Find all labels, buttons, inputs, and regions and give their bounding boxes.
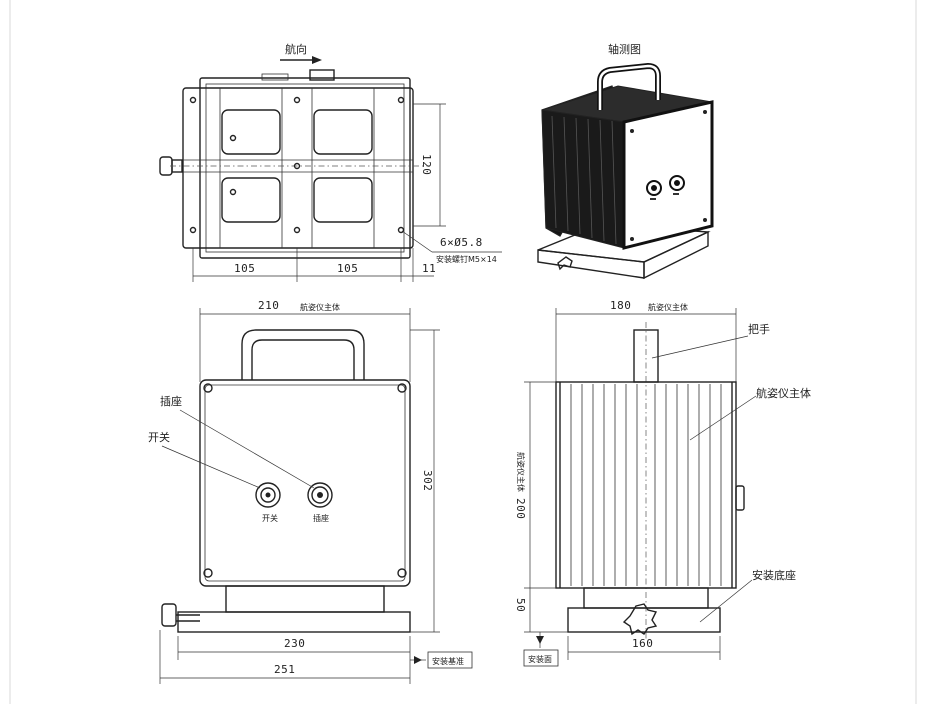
dim-front-base: 230 [284,637,306,650]
axonometric-view [537,62,714,280]
hole-screw-note: 安装螺钉M5×14 [436,255,497,264]
direction-label: 航向 [285,43,307,56]
socket-label: 插座 [160,395,182,408]
dim-side-base-height: 50 [514,598,527,613]
hole-spec-label: 6×Ø5.8 [440,236,483,249]
dim-side-body-note: 航姿仪主体 [516,452,525,492]
socket-tag: 插座 [313,514,329,523]
front-view [159,308,473,684]
body-label: 航姿仪主体 [756,387,811,400]
dim-side-base: 160 [632,637,654,650]
dim-front-top: 210 [258,299,280,312]
switch-tag: 开关 [262,514,278,523]
dim-side-top-note: 航姿仪主体 [648,303,688,312]
dim-front-height: 302 [421,470,434,492]
dim-top-height: 120 [420,154,433,176]
dim-top-edge: 11 [422,262,437,275]
top-view [159,56,502,282]
dim-front-top-note: 航姿仪主体 [300,303,340,312]
dim-side-top: 180 [610,299,632,312]
datum-label: 安装基准 [432,657,464,666]
handle-label: 把手 [748,323,770,336]
dim-top-width-right: 105 [337,262,359,275]
switch-label: 开关 [148,431,170,444]
base-label: 安装底座 [752,569,796,582]
mount-face-label: 安装面 [528,655,552,664]
dim-top-width-left: 105 [234,262,256,275]
side-view [523,308,757,667]
dim-side-body: 200 [514,498,527,520]
axonometric-title: 轴测图 [608,43,641,56]
dim-front-total: 251 [274,663,296,676]
